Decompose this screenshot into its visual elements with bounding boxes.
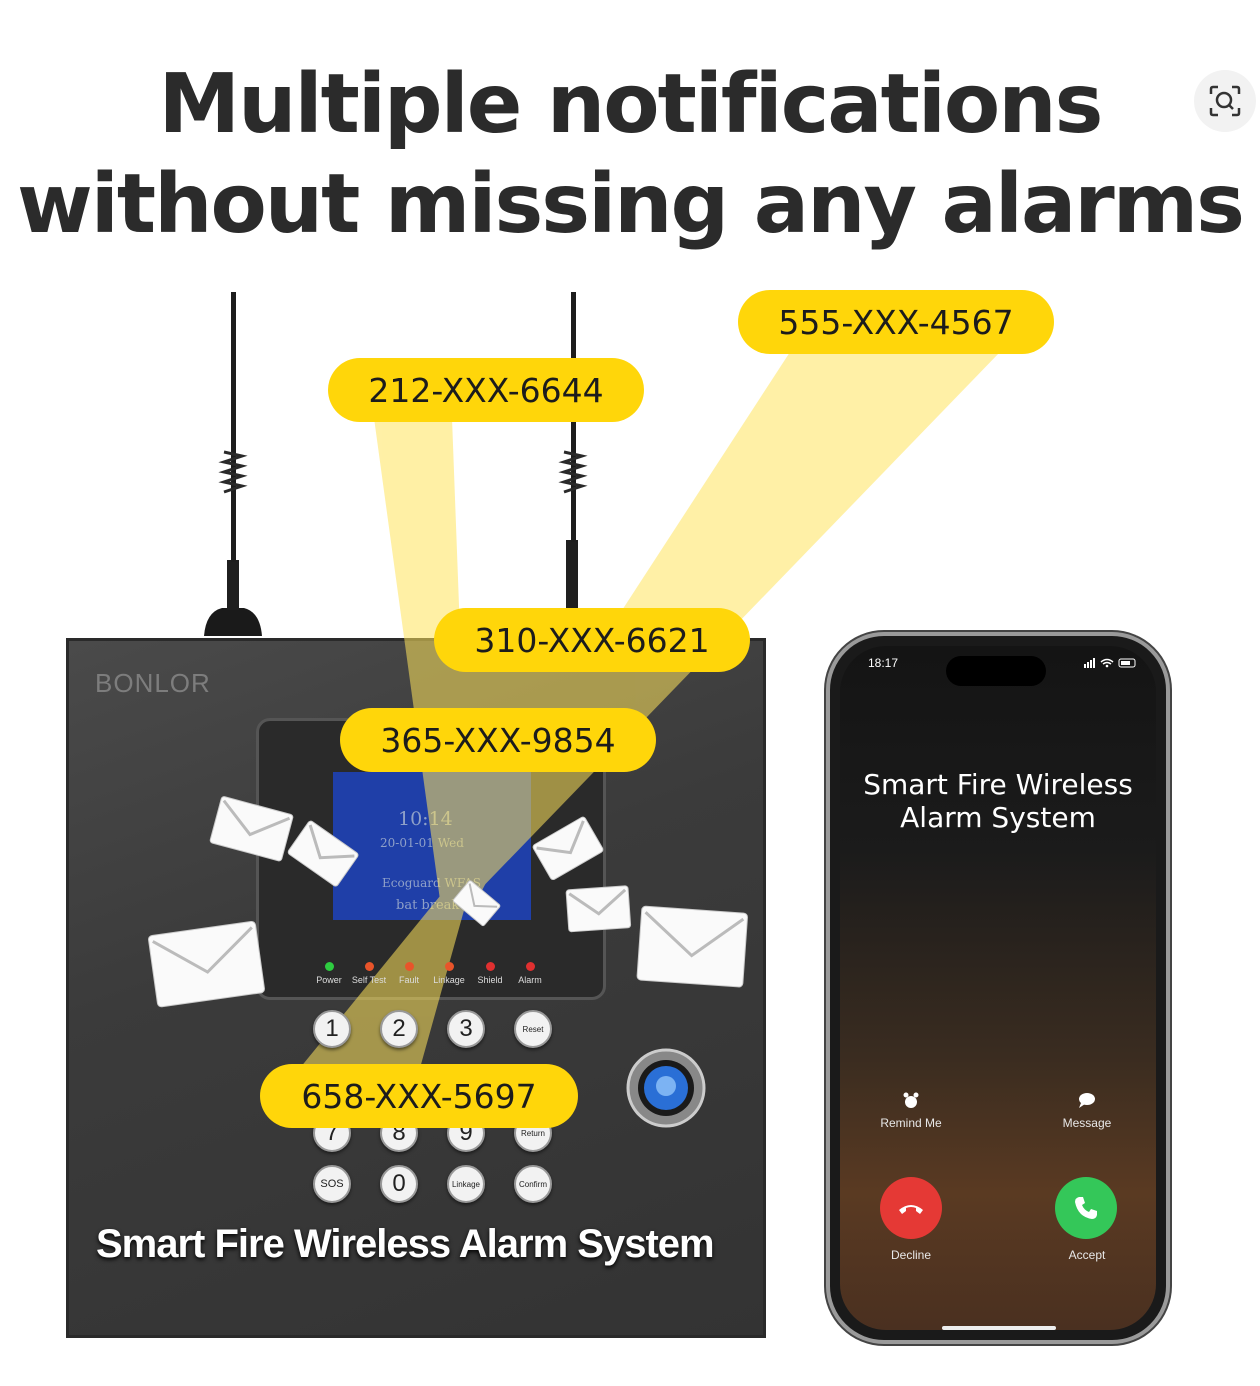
key-reset[interactable]: Reset	[514, 1010, 552, 1048]
indicator-alarm: Alarm	[500, 962, 560, 985]
envelope-icon	[209, 796, 294, 862]
message-label: Message	[1062, 1116, 1112, 1130]
headline-line-1: Multiple notifications	[158, 57, 1104, 152]
status-icons	[1084, 656, 1140, 673]
key-sos[interactable]: SOS	[313, 1165, 351, 1203]
led-dot	[525, 962, 535, 971]
brand-logo: BONLOR	[95, 668, 211, 698]
phone-number-pill: 212-XXX-6644	[328, 358, 644, 422]
led-dot	[444, 962, 454, 971]
hang-up-icon	[899, 1205, 923, 1214]
envelope-icon	[452, 880, 501, 927]
key-confirm[interactable]: Confirm	[514, 1165, 552, 1203]
led-dot	[324, 962, 334, 971]
decline-label: Decline	[890, 1248, 932, 1262]
phone-number-pill: 310-XXX-6621	[434, 608, 750, 672]
led-dot	[364, 962, 374, 971]
indicator-fault: Fault	[379, 962, 439, 985]
dynamic-island	[946, 656, 1046, 686]
home-indicator[interactable]	[942, 1326, 1056, 1330]
antenna-left	[204, 292, 262, 636]
visual-search-icon	[1209, 85, 1241, 117]
envelope-icon	[148, 920, 265, 1008]
indicator-shield: Shield	[460, 962, 520, 985]
led-dot	[485, 962, 495, 971]
beam-to-212	[374, 418, 470, 900]
envelope-icon	[287, 820, 359, 887]
envelope-icon	[636, 905, 748, 988]
caller-name-line-2: Alarm System	[900, 801, 1096, 834]
emergency-button-glow	[656, 1076, 676, 1096]
visual-search-button[interactable]	[1194, 70, 1256, 132]
phone-clock: 18:17	[868, 656, 899, 670]
led-dot	[404, 962, 414, 971]
key-3[interactable]: 3	[447, 1010, 485, 1048]
headline-line-2: without missing any alarms	[17, 157, 1245, 252]
accept-button[interactable]	[1055, 1177, 1117, 1239]
envelope-icon	[532, 816, 604, 881]
phone-number-pill: 555-XXX-4567	[738, 290, 1054, 354]
panel-title: Smart Fire Wireless Alarm System	[96, 1222, 715, 1266]
key-0[interactable]: 0	[380, 1165, 418, 1203]
phone-number-pill: 658-XXX-5697	[260, 1064, 578, 1128]
key-1[interactable]: 1	[313, 1010, 351, 1048]
envelope-icon	[565, 885, 632, 933]
key-2[interactable]: 2	[380, 1010, 418, 1048]
phone-handset-icon	[1075, 1197, 1097, 1219]
signal-wifi-battery-icon	[1084, 658, 1136, 668]
accept-label: Accept	[1068, 1248, 1106, 1262]
phone-number-pill: 365-XXX-9854	[340, 708, 656, 772]
indicator-self-test: Self Test	[339, 962, 399, 985]
key-linkage[interactable]: Linkage	[447, 1165, 485, 1203]
indicator-power: Power	[299, 962, 359, 985]
decline-button[interactable]	[880, 1177, 942, 1239]
remind-me-label: Remind Me	[880, 1116, 942, 1130]
caller-name-line-1: Smart Fire Wireless	[863, 768, 1133, 801]
envelope-icons	[148, 796, 748, 1008]
indicator-linkage: Linkage	[419, 962, 479, 985]
